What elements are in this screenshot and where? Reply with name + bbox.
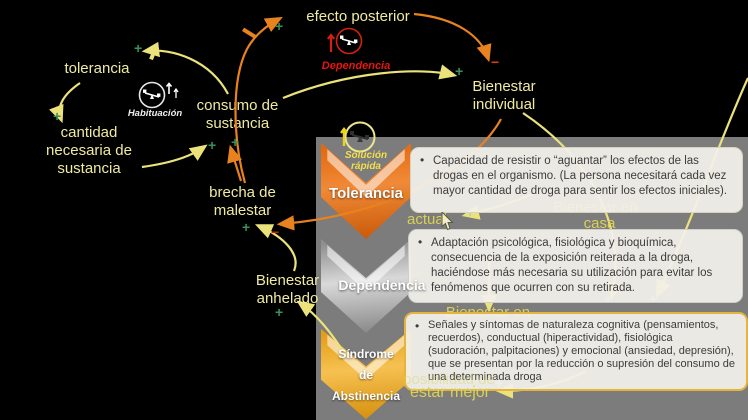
chevron-tolerancia — [321, 140, 411, 242]
habituacion-loop-icon — [138, 81, 179, 109]
node-bienestar-anhelado: Bienestar anhelado — [255, 272, 320, 307]
polarity-mark: + — [455, 63, 464, 79]
definition-box-abstinencia: • Señales y síntomas de naturaleza cogni… — [404, 312, 748, 391]
delay-mark-yellow — [149, 43, 159, 61]
mouse-cursor-icon — [441, 212, 454, 231]
node-estar-mejor: estar mejor — [409, 384, 491, 401]
node-bienestar-en-casa-line2: casa — [583, 215, 616, 232]
balance-loop-icon — [340, 121, 376, 153]
chevron-dependencia — [321, 236, 411, 336]
polarity-mark: − — [271, 224, 280, 240]
bullet-marker: • — [418, 235, 423, 249]
polarity-mark: + — [275, 18, 284, 34]
arrow-tolerancia-to-cantidad — [49, 82, 81, 124]
definition-text-abstinencia: Señales y síntomas de naturaleza cogniti… — [428, 319, 735, 383]
polarity-mark: + — [231, 134, 240, 150]
node-posibilidad-de: posibilidad de — [403, 371, 495, 388]
polarity-mark: + — [134, 40, 143, 56]
node-efecto-posterior: efecto posterior — [306, 8, 410, 25]
chevron-title-tolerancia: Tolerancia — [329, 185, 403, 202]
polarity-mark: + — [208, 137, 217, 153]
arrow-anhelado-to-brecha — [254, 224, 297, 272]
node-consumo-sustancia: consumo de sustancia — [196, 97, 279, 132]
bullet-marker: • — [415, 319, 420, 333]
polarity-mark: − — [491, 54, 500, 70]
polarity-mark: + — [53, 108, 62, 124]
chevron-title-dependencia: Dependencia — [338, 277, 426, 293]
definition-box-tolerancia: • Capacidad de resistir o “aguantar” los… — [410, 147, 743, 213]
arrow-brecha-to-consumo — [227, 144, 243, 182]
arrow-cantidad-to-consumo — [141, 144, 208, 169]
chevron-sindrome — [321, 326, 411, 420]
node-tolerancia: tolerancia — [64, 60, 130, 77]
definition-text-dependencia: Adaptación psicológica, fisiológica y bi… — [431, 237, 713, 294]
arrow-consumo-to-bienestar-individual — [282, 64, 458, 100]
bullet-marker: • — [420, 153, 425, 167]
arrow-consumo-to-tolerancia — [141, 41, 229, 95]
node-brecha-malestar: brecha de malestar — [209, 184, 276, 219]
delay-mark-orange — [242, 27, 257, 39]
node-cantidad-necesaria: cantidad necesaria de sustancia — [46, 124, 132, 177]
arrow-brecha-to-efecto-posterior — [234, 16, 283, 184]
chevron-title-sindrome-abstinencia: Síndrome de Abstinencia — [331, 347, 400, 403]
dependencia-loop-icon — [326, 27, 363, 55]
polarity-mark: + — [275, 304, 284, 320]
polarity-mark: + — [242, 219, 251, 235]
node-bienestar-individual: Bienestar individual — [472, 78, 536, 113]
arrow-efecto-to-bienestar-individual — [413, 12, 492, 63]
dependencia-loop-label: Dependencia — [321, 60, 391, 72]
habituacion-loop-label: Habituación — [127, 108, 183, 119]
arrow-to-bienestar-anhelado — [296, 300, 347, 357]
definition-text-tolerancia: Capacidad de resistir o “aguantar” los e… — [433, 155, 728, 197]
node-bienestar-actual-fragment: actual — [406, 211, 448, 228]
chevron-tag-solucion-rapida: Solución rápida — [344, 150, 388, 172]
definition-box-dependencia: • Adaptación psicológica, fisiológica y … — [408, 229, 743, 303]
